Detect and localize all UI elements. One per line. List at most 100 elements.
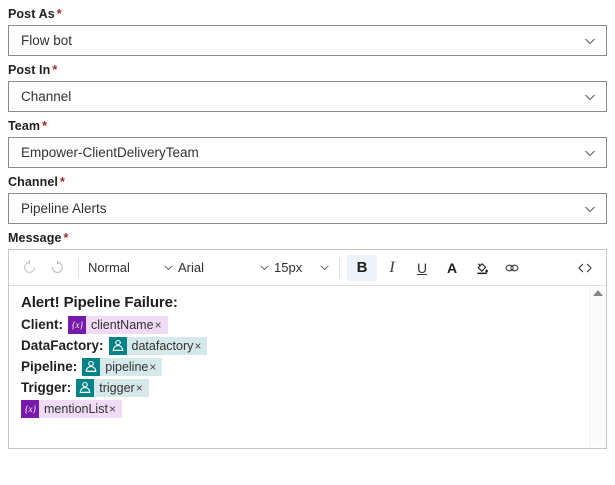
select-team-value: Empower-ClientDeliveryTeam bbox=[21, 144, 199, 160]
message-row: Trigger: trigger× bbox=[21, 377, 588, 398]
field-channel: Channel* Pipeline Alerts bbox=[0, 168, 615, 224]
token-text: pipeline bbox=[105, 359, 149, 374]
token-label: pipeline× bbox=[100, 357, 163, 376]
underline-button[interactable]: U bbox=[416, 259, 428, 276]
dynamic-content-icon bbox=[108, 336, 127, 355]
field-team: Team* Empower-ClientDeliveryTeam bbox=[0, 112, 615, 168]
font-size-value: 15px bbox=[274, 260, 303, 275]
code-view-button[interactable] bbox=[570, 255, 600, 281]
highlight-button[interactable] bbox=[467, 255, 497, 281]
token-text: trigger bbox=[99, 380, 135, 395]
chevron-down-icon bbox=[260, 265, 269, 271]
select-post-as[interactable]: Flow bot bbox=[8, 25, 607, 56]
redo-button[interactable] bbox=[43, 254, 71, 282]
teams-post-message-form: Post As* Flow bot Post In* Channel Team*… bbox=[0, 0, 615, 449]
token-remove-icon[interactable]: × bbox=[194, 338, 202, 353]
label-post-in: Post In* bbox=[8, 56, 607, 81]
font-family-value: Arial bbox=[178, 260, 205, 275]
font-color-button[interactable]: A bbox=[446, 259, 458, 276]
editor-scrollbar[interactable] bbox=[589, 287, 605, 447]
token-text: mentionList bbox=[44, 401, 108, 416]
row-label: Pipeline: bbox=[21, 359, 78, 374]
paragraph-style-dropdown[interactable]: Normal bbox=[86, 254, 176, 282]
svg-text:{x}: {x} bbox=[71, 320, 83, 330]
select-post-as-value: Flow bot bbox=[21, 32, 73, 48]
dynamic-content-icon bbox=[82, 357, 101, 376]
label-post-as: Post As* bbox=[8, 0, 607, 25]
rich-text-editor: Normal Arial 15px B I U A bbox=[8, 249, 607, 449]
message-heading: Alert! Pipeline Failure: bbox=[21, 294, 178, 311]
field-post-as: Post As* Flow bot bbox=[0, 0, 615, 56]
variable-icon: {x} bbox=[68, 315, 86, 334]
undo-icon bbox=[23, 260, 35, 273]
select-team[interactable]: Empower-ClientDeliveryTeam bbox=[8, 137, 607, 168]
required-asterisk: * bbox=[56, 7, 62, 21]
highlight-icon bbox=[477, 262, 488, 274]
bold-button[interactable]: B bbox=[347, 254, 377, 281]
label-channel: Channel* bbox=[8, 168, 607, 193]
field-message: Message* bbox=[0, 224, 615, 249]
message-body[interactable]: Alert! Pipeline Failure: Client: {x} cli… bbox=[9, 286, 606, 448]
italic-button[interactable]: I bbox=[389, 258, 395, 276]
label-message-text: Message bbox=[8, 231, 62, 245]
label-post-as-text: Post As bbox=[8, 7, 55, 21]
token-label: trigger× bbox=[94, 378, 149, 397]
message-row: Pipeline: pipeline× bbox=[21, 356, 588, 377]
chevron-down-icon bbox=[585, 206, 595, 212]
token-text: clientName bbox=[91, 317, 154, 332]
row-label: Client: bbox=[21, 317, 63, 332]
row-label: DataFactory: bbox=[21, 338, 104, 353]
select-post-in[interactable]: Channel bbox=[8, 81, 607, 112]
message-row: {x} mentionList× bbox=[21, 398, 588, 419]
editor-toolbar: Normal Arial 15px B I U A bbox=[9, 250, 606, 286]
token-label: datafactory× bbox=[126, 336, 208, 355]
redo-icon bbox=[51, 260, 63, 273]
message-row: DataFactory: datafactory× bbox=[21, 335, 588, 356]
token-chip-clientname[interactable]: {x} clientName× bbox=[68, 315, 168, 334]
message-row: Client: {x} clientName× bbox=[21, 314, 588, 335]
token-chip-datafactory[interactable]: datafactory× bbox=[108, 336, 208, 355]
font-family-dropdown[interactable]: Arial bbox=[176, 254, 272, 282]
link-button[interactable] bbox=[497, 255, 527, 281]
chevron-down-icon bbox=[320, 265, 329, 271]
select-channel-value: Pipeline Alerts bbox=[21, 200, 107, 216]
link-icon bbox=[505, 264, 519, 271]
label-team-text: Team bbox=[8, 119, 41, 133]
toolbar-separator bbox=[339, 257, 340, 278]
variable-icon: {x} bbox=[21, 399, 39, 418]
token-label: mentionList× bbox=[39, 399, 122, 418]
paragraph-style-value: Normal bbox=[88, 260, 130, 275]
code-view-icon bbox=[578, 263, 592, 272]
chevron-down-icon bbox=[585, 38, 595, 44]
token-remove-icon[interactable]: × bbox=[108, 401, 116, 416]
select-post-in-value: Channel bbox=[21, 88, 72, 104]
required-asterisk: * bbox=[42, 119, 48, 133]
token-chip-mentionlist[interactable]: {x} mentionList× bbox=[21, 399, 122, 418]
required-asterisk: * bbox=[63, 231, 69, 245]
field-post-in: Post In* Channel bbox=[0, 56, 615, 112]
token-remove-icon[interactable]: × bbox=[154, 317, 162, 332]
row-label: Trigger: bbox=[21, 380, 72, 395]
chevron-down-icon bbox=[585, 150, 595, 156]
token-label: clientName× bbox=[86, 315, 168, 334]
select-channel[interactable]: Pipeline Alerts bbox=[8, 193, 607, 224]
required-asterisk: * bbox=[60, 175, 65, 189]
toolbar-separator bbox=[78, 257, 79, 278]
token-chip-trigger[interactable]: trigger× bbox=[76, 378, 149, 397]
font-size-dropdown[interactable]: 15px bbox=[272, 254, 332, 282]
required-asterisk: * bbox=[52, 63, 58, 77]
chevron-down-icon bbox=[585, 94, 595, 100]
token-remove-icon[interactable]: × bbox=[135, 380, 143, 395]
label-message: Message* bbox=[8, 224, 607, 249]
token-chip-pipeline[interactable]: pipeline× bbox=[82, 357, 163, 376]
token-remove-icon[interactable]: × bbox=[149, 359, 157, 374]
token-text: datafactory bbox=[131, 338, 194, 353]
svg-text:{x}: {x} bbox=[24, 404, 36, 414]
chevron-down-icon bbox=[164, 265, 173, 271]
label-team: Team* bbox=[8, 112, 607, 137]
label-channel-text: Channel bbox=[8, 175, 59, 189]
undo-button[interactable] bbox=[15, 254, 43, 282]
scroll-up-arrow-icon[interactable] bbox=[592, 290, 603, 296]
label-post-in-text: Post In bbox=[8, 63, 51, 77]
dynamic-content-icon bbox=[76, 378, 95, 397]
